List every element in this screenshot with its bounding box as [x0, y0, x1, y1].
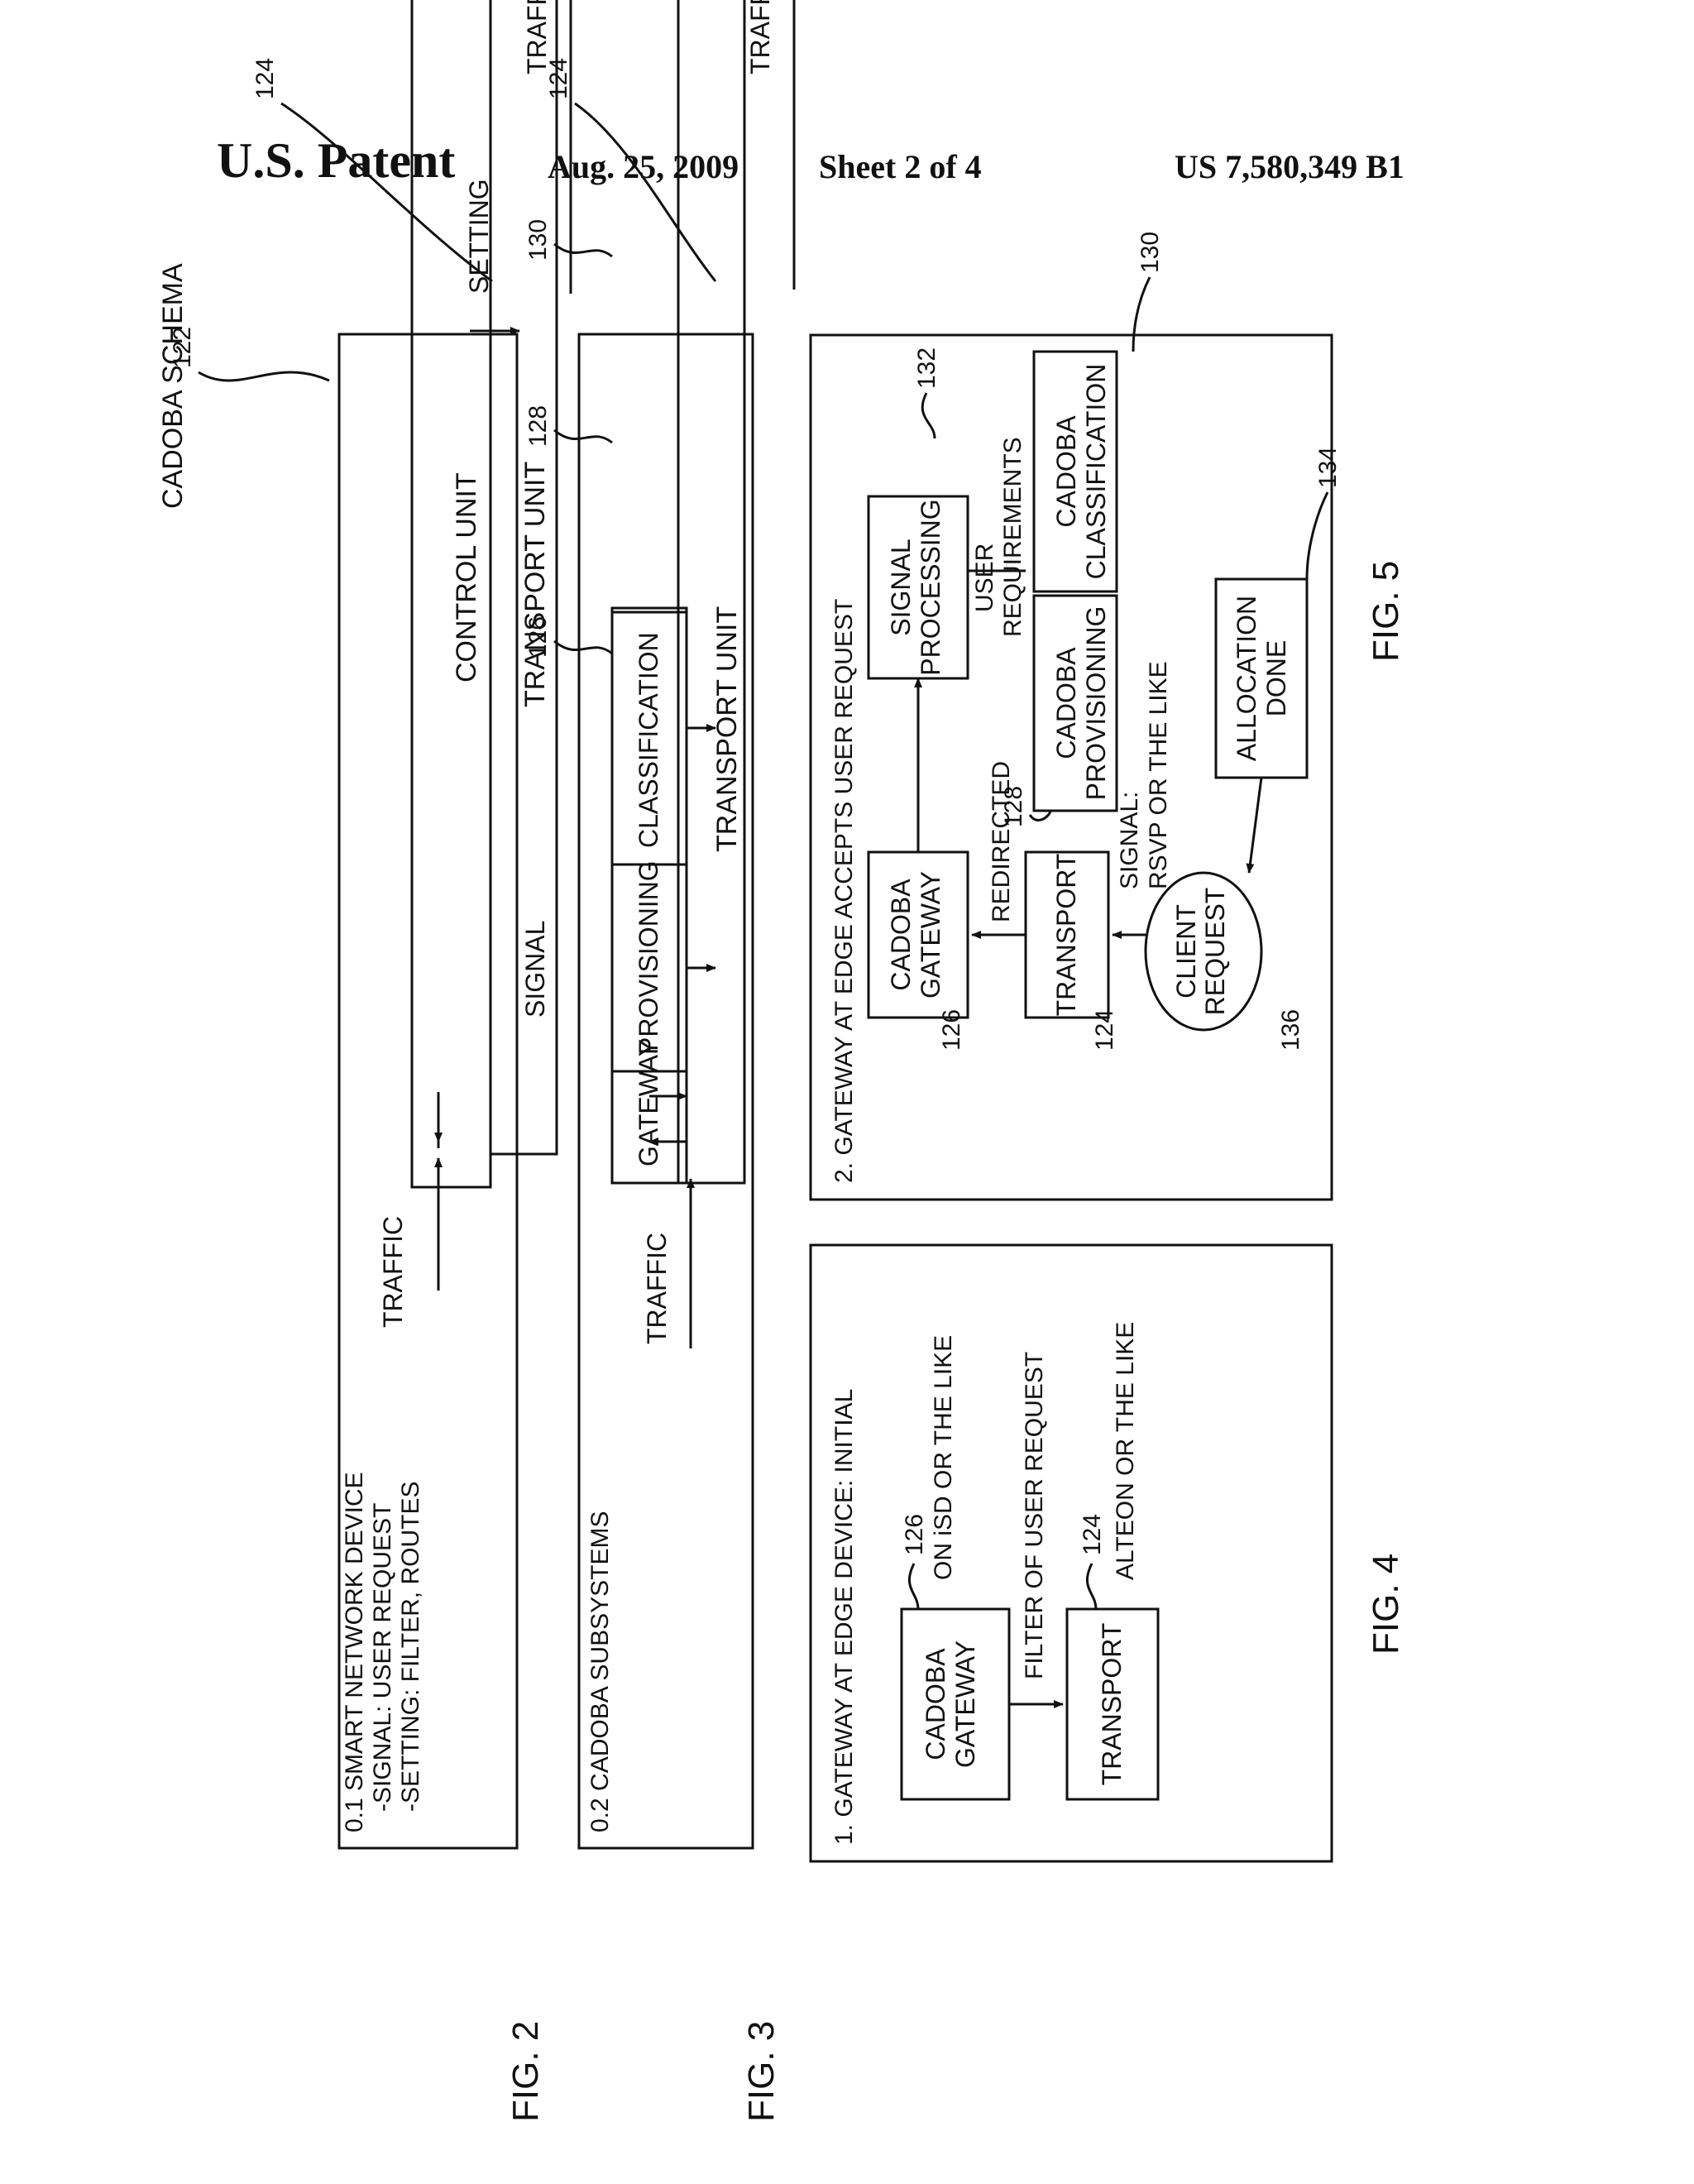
fig2-desc-line2: -SIGNAL: USER REQUEST — [369, 1503, 396, 1812]
fig4-group: 1. GATEWAY AT EDGE DEVICE: INITIAL CADOB… — [809, 1243, 1406, 1863]
fig3-lead-transport — [574, 102, 717, 282]
fig5-prov-box — [1032, 594, 1118, 812]
fig2-ref-control: 122 — [169, 327, 196, 368]
fig5-signal-box — [867, 495, 969, 680]
fig5-alloc-line2: DONE — [1261, 640, 1291, 716]
fig3-frame — [577, 333, 754, 1850]
fig5-class-line2: CLASSIFICATION — [1081, 364, 1111, 580]
fig2-transport-unit-box — [489, 0, 558, 1156]
fig5-user-req-line1: USER — [971, 544, 998, 612]
fig2-signal-label: SIGNAL — [520, 921, 550, 1018]
fig2-label: FIG. 2 — [505, 2021, 546, 2122]
fig4-filter-note: FILTER OF USER REQUEST — [1021, 1352, 1048, 1679]
fig5-frame — [809, 333, 1333, 1201]
sheet-number: Sheet 2 of 4 — [819, 148, 982, 185]
fig5-lead-allocation — [1305, 491, 1329, 580]
fig5-user-req-line2: REQUIREMENTS — [999, 437, 1026, 637]
fig2-traffic-out-label: TRAFFIC — [522, 0, 552, 74]
fig5-prov-line1: CADOBA — [1051, 647, 1081, 759]
fig5-lead-provisioning — [1028, 810, 1052, 821]
fig5-title: 2. GATEWAY AT EDGE ACCEPTS USER REQUEST — [830, 599, 858, 1183]
fig3-traffic-out-label: TRAFFIC — [745, 0, 775, 74]
fig5-ref-allocation: 134 — [1314, 447, 1342, 488]
fig2-lead-transport — [280, 102, 493, 283]
fig3-traffic-in-label: TRAFFIC — [642, 1233, 672, 1344]
fig5-signal-line1: SIGNAL — [886, 539, 916, 635]
fig3-lead-classification — [553, 242, 613, 258]
fig4-transport-note: ALTEON OR THE LIKE — [1112, 1322, 1139, 1580]
fig3-gateway-label: GATEWAY — [634, 1039, 663, 1166]
fig5-client-line1: CLIENT — [1171, 904, 1201, 999]
fig5-alloc-line1: ALLOCATION — [1232, 596, 1261, 761]
fig5-alloc-to-client — [1246, 777, 1263, 874]
fig5-group: 2. GATEWAY AT EDGE ACCEPTS USER REQUEST … — [809, 232, 1406, 1201]
fig3-lead-provisioning — [553, 429, 613, 444]
fig5-signal-line2: PROCESSING — [916, 499, 945, 675]
fig5-gateway-line1: CADOBA — [886, 879, 916, 991]
fig5-label: FIG. 5 — [1366, 561, 1406, 662]
patent-number: US 7,580,349 B1 — [1175, 148, 1404, 185]
fig3-subsystems-box — [610, 611, 688, 1073]
fig2-frame — [337, 333, 519, 1850]
fig4-lead-gateway — [908, 1563, 920, 1610]
fig2-traffic-in-label: TRAFFIC — [378, 1216, 408, 1328]
fig3-group: 0.2 CADOBA SUBSYSTEMS TRAFFIC GATEWAY PR… — [524, 0, 796, 2122]
fig5-transport-label: TRANSPORT — [1051, 854, 1081, 1017]
fig3-lead-gateway — [553, 639, 613, 655]
fig5-class-line1: CADOBA — [1051, 415, 1081, 528]
fig4-transport-label: TRANSPORT — [1097, 1623, 1127, 1786]
fig5-ref-signal: 132 — [913, 347, 940, 389]
fig5-ref-transport: 124 — [1091, 1009, 1118, 1051]
schema-title: CADOBA SCHEMA — [157, 263, 189, 509]
fig5-signal-rsvp-line2: RSVP OR THE LIKE — [1145, 661, 1172, 889]
fig3-classification-label: CLASSIFICATION — [634, 632, 663, 848]
fig5-class-box — [1032, 350, 1118, 593]
fig2-desc-line1: 0.1 SMART NETWORK DEVICE — [341, 1472, 368, 1832]
fig2-control-unit-label: CONTROL UNIT — [451, 472, 482, 682]
patent-title: U.S. Patent — [217, 133, 456, 188]
fig5-redirected: REDIRECTED — [988, 761, 1015, 922]
fig3-ref-transport: 124 — [545, 58, 572, 99]
fig5-ref-gateway: 126 — [938, 1009, 965, 1051]
fig3-provisioning-label: PROVISIONING — [634, 860, 663, 1055]
fig2-ref-transport: 124 — [251, 58, 279, 99]
fig5-ref-client: 136 — [1277, 1009, 1304, 1051]
fig2-group: CADOBA SCHEMA 0.1 SMART NETWORK DEVICE -… — [157, 0, 572, 2122]
fig5-client-line2: REQUEST — [1200, 888, 1230, 1016]
fig5-signal-rsvp-line1: SIGNAL: — [1116, 792, 1143, 889]
fig5-ref-classification: 130 — [1137, 232, 1164, 273]
fig5-client-ellipse — [1144, 871, 1263, 1032]
fig4-ref-transport: 124 — [1079, 1514, 1106, 1555]
fig4-label: FIG. 4 — [1366, 1554, 1406, 1655]
fig4-transport-box — [1065, 1607, 1160, 1801]
fig3-transport-unit-box — [677, 0, 746, 1185]
fig4-gateway-note: ON iSD OR THE LIKE — [930, 1335, 957, 1580]
fig4-frame — [809, 1243, 1333, 1863]
fig5-gateway-line2: GATEWAY — [916, 871, 945, 999]
fig3-ref-gateway: 126 — [524, 616, 552, 658]
fig3-desc: 0.2 CADOBA SUBSYSTEMS — [586, 1511, 614, 1832]
fig4-lead-transport — [1086, 1563, 1098, 1610]
fig2-transport-unit-label: TRANSPORT UNIT — [519, 462, 551, 707]
fig4-gateway-line1: CADOBA — [921, 1648, 950, 1760]
fig2-lead-control — [198, 371, 330, 382]
fig3-transport-unit-label: TRANSPORT UNIT — [711, 606, 743, 852]
fig2-setting-label: SETTING — [464, 179, 494, 294]
fig5-lead-signal — [921, 392, 936, 439]
fig5-ref-provisioning: 128 — [1000, 786, 1027, 827]
fig5-lead-classification — [1132, 276, 1151, 352]
fig4-gateway-line2: GATEWAY — [950, 1640, 980, 1768]
fig4-ref-gateway: 126 — [901, 1514, 928, 1555]
fig3-label: FIG. 3 — [741, 2021, 782, 2122]
fig3-ref-provisioning: 128 — [524, 405, 552, 447]
fig3-ref-classification: 130 — [524, 219, 552, 261]
fig5-prov-line2: PROVISIONING — [1081, 606, 1111, 801]
fig2-desc-line3: -SETTING: FILTER, ROUTES — [397, 1482, 424, 1812]
fig4-title: 1. GATEWAY AT EDGE DEVICE: INITIAL — [830, 1389, 858, 1845]
